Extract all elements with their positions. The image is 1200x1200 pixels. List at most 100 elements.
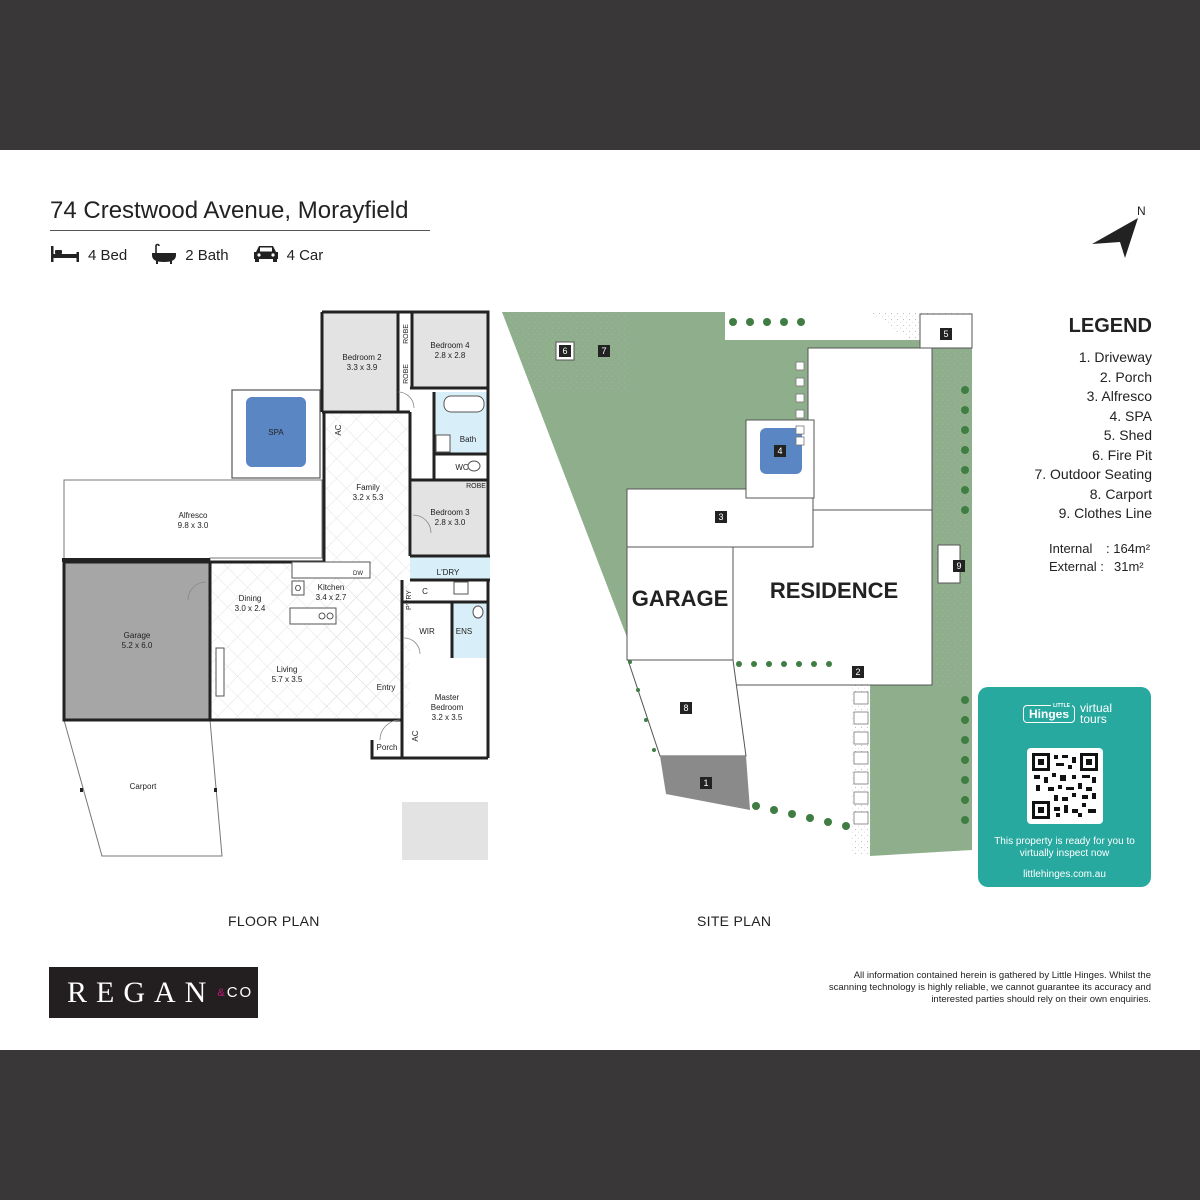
porch-label: Porch	[377, 743, 398, 752]
marker-8-box	[680, 702, 692, 714]
bath-feature: 2 Bath	[151, 242, 229, 268]
marker-7-label: 7	[601, 346, 606, 356]
paved-side-path	[932, 348, 972, 687]
cooktop-burner	[318, 612, 326, 620]
floor-areas: Internal : 164m² External : 31m²	[1049, 540, 1150, 576]
fireplace	[215, 647, 225, 697]
dining-size: 3.0 x 2.4	[235, 604, 266, 613]
legend-item: 1. Driveway	[1078, 349, 1152, 365]
bedroom3-floor	[412, 480, 488, 556]
external-area-row: External : 31m²	[1049, 558, 1150, 576]
floor-plan-labels: Bedroom 2 3.3 x 3.9 Bedroom 4 2.8 x 2.8 …	[122, 324, 487, 791]
wir-label: WIR	[419, 627, 435, 636]
laundry-tub	[453, 581, 469, 595]
floor-plan-caption: FLOOR PLAN	[228, 913, 320, 929]
floor-plan: Bedroom 2 3.3 x 3.9 Bedroom 4 2.8 x 2.8 …	[62, 310, 490, 860]
top-band	[0, 0, 1200, 150]
alfresco-label: Alfresco	[179, 511, 208, 520]
legend-item: 7. Outdoor Seating	[1034, 466, 1152, 482]
bedroom3-size: 2.8 x 3.0	[435, 518, 466, 527]
bath-count: 2 Bath	[185, 246, 229, 264]
dw-label: DW	[353, 571, 363, 577]
family-size: 3.2 x 5.3	[353, 493, 384, 502]
master-size: 3.2 x 3.5	[432, 713, 463, 722]
spa-water	[246, 397, 306, 467]
internal-area-label: Internal	[1049, 541, 1093, 556]
ensuite-label: ENS	[456, 627, 472, 636]
marker-1-box	[700, 777, 712, 789]
virtual-tour-card[interactable]: LITTLE Hinges virtual tours	[978, 687, 1151, 887]
laundry-floor	[410, 556, 490, 580]
site-residence-label: RESIDENCE	[770, 578, 898, 603]
pantry-label: P'TRY	[406, 590, 413, 610]
carport-post	[214, 788, 217, 792]
bottom-band	[0, 1050, 1200, 1200]
legend-item: 6. Fire Pit	[1092, 446, 1152, 463]
toilet	[467, 460, 481, 472]
property-features: 4 Bed 2 Bath 4 Car	[50, 242, 323, 268]
fridge	[291, 580, 305, 596]
marker-5-box	[940, 328, 952, 340]
qr-code-icon[interactable]	[1027, 748, 1103, 824]
kitchen-size: 3.4 x 2.7	[316, 593, 347, 602]
brand-ampersand: &	[217, 986, 225, 999]
garage-footprint	[626, 546, 734, 661]
marker-3-label: 3	[718, 512, 723, 522]
virtual-text: virtual	[1080, 701, 1113, 715]
marker-2-box	[852, 666, 864, 678]
paved-front-path	[850, 678, 872, 856]
master-floor	[402, 802, 488, 860]
living-size: 5.7 x 3.5	[272, 675, 303, 684]
bedroom2-floor	[322, 312, 398, 410]
garage-label: Garage	[124, 631, 151, 640]
garden-shrubs	[628, 318, 969, 830]
ensuite-toilet	[472, 605, 484, 619]
bedroom2-label: Bedroom 2	[342, 353, 382, 362]
marker-7-box	[598, 345, 610, 357]
marker-8-label: 8	[683, 703, 688, 713]
marker-6-label: 6	[562, 346, 567, 356]
robe-label: ROBE	[403, 324, 410, 344]
external-area-value: 31m²	[1114, 559, 1144, 574]
bathtub	[443, 395, 485, 413]
laundry-label: L'DRY	[437, 568, 460, 577]
marker-4-box	[774, 445, 786, 457]
property-address: 74 Crestwood Avenue, Morayfield	[50, 197, 409, 224]
robe-label: ROBE	[466, 483, 486, 490]
site-plan: GARAGE GARAGE RESIDENCE 1 2 3 4 5 6 7 8 …	[502, 312, 973, 856]
north-label: N	[1137, 204, 1146, 218]
legend-item: 8. Carport	[1089, 485, 1152, 502]
regan-co-logo: REGAN & CO	[49, 967, 258, 1018]
brand-name: REGAN	[67, 975, 216, 1009]
bedroom4-size: 2.8 x 2.8	[435, 351, 466, 360]
vanity	[435, 434, 451, 453]
legend-item: 9. Clothes Line	[1058, 505, 1152, 521]
bath-label: Bath	[460, 435, 476, 444]
living-label: Living	[277, 665, 298, 674]
bed-feature: 4 Bed	[50, 243, 127, 267]
title-divider	[50, 230, 430, 231]
bedroom2-size: 3.3 x 3.9	[347, 363, 378, 372]
site-marker-set: 1 2 3 4 5 6 7 8 9	[559, 328, 965, 789]
virtual-tour-link[interactable]: littlehinges.com.au	[1023, 869, 1106, 880]
legend-item: 2. Porch	[1099, 368, 1152, 385]
legend-item: 5. Shed	[1103, 427, 1152, 443]
kitchen-label: Kitchen	[318, 583, 345, 592]
car-icon	[253, 243, 279, 267]
bedroom4-label: Bedroom 4	[430, 341, 470, 350]
family-label: Family	[356, 483, 380, 492]
virtual-tour-message: This property is ready for you to virtua…	[994, 836, 1135, 859]
bed-icon	[50, 243, 80, 267]
carport-post	[80, 788, 83, 792]
brand-co: CO	[226, 984, 254, 1001]
entry-label: Entry	[377, 683, 396, 692]
ac-label: AC	[334, 424, 343, 435]
external-area-label: External :	[1049, 559, 1104, 574]
marker-4-label: 4	[777, 446, 782, 456]
hinges-wordmark: LITTLE Hinges	[1023, 700, 1076, 723]
marker-9-box	[953, 560, 965, 572]
stepping-stones	[795, 361, 869, 825]
marker-3-box	[715, 511, 727, 523]
bed-count: 4 Bed	[88, 246, 128, 264]
marker-6-box	[559, 345, 571, 357]
